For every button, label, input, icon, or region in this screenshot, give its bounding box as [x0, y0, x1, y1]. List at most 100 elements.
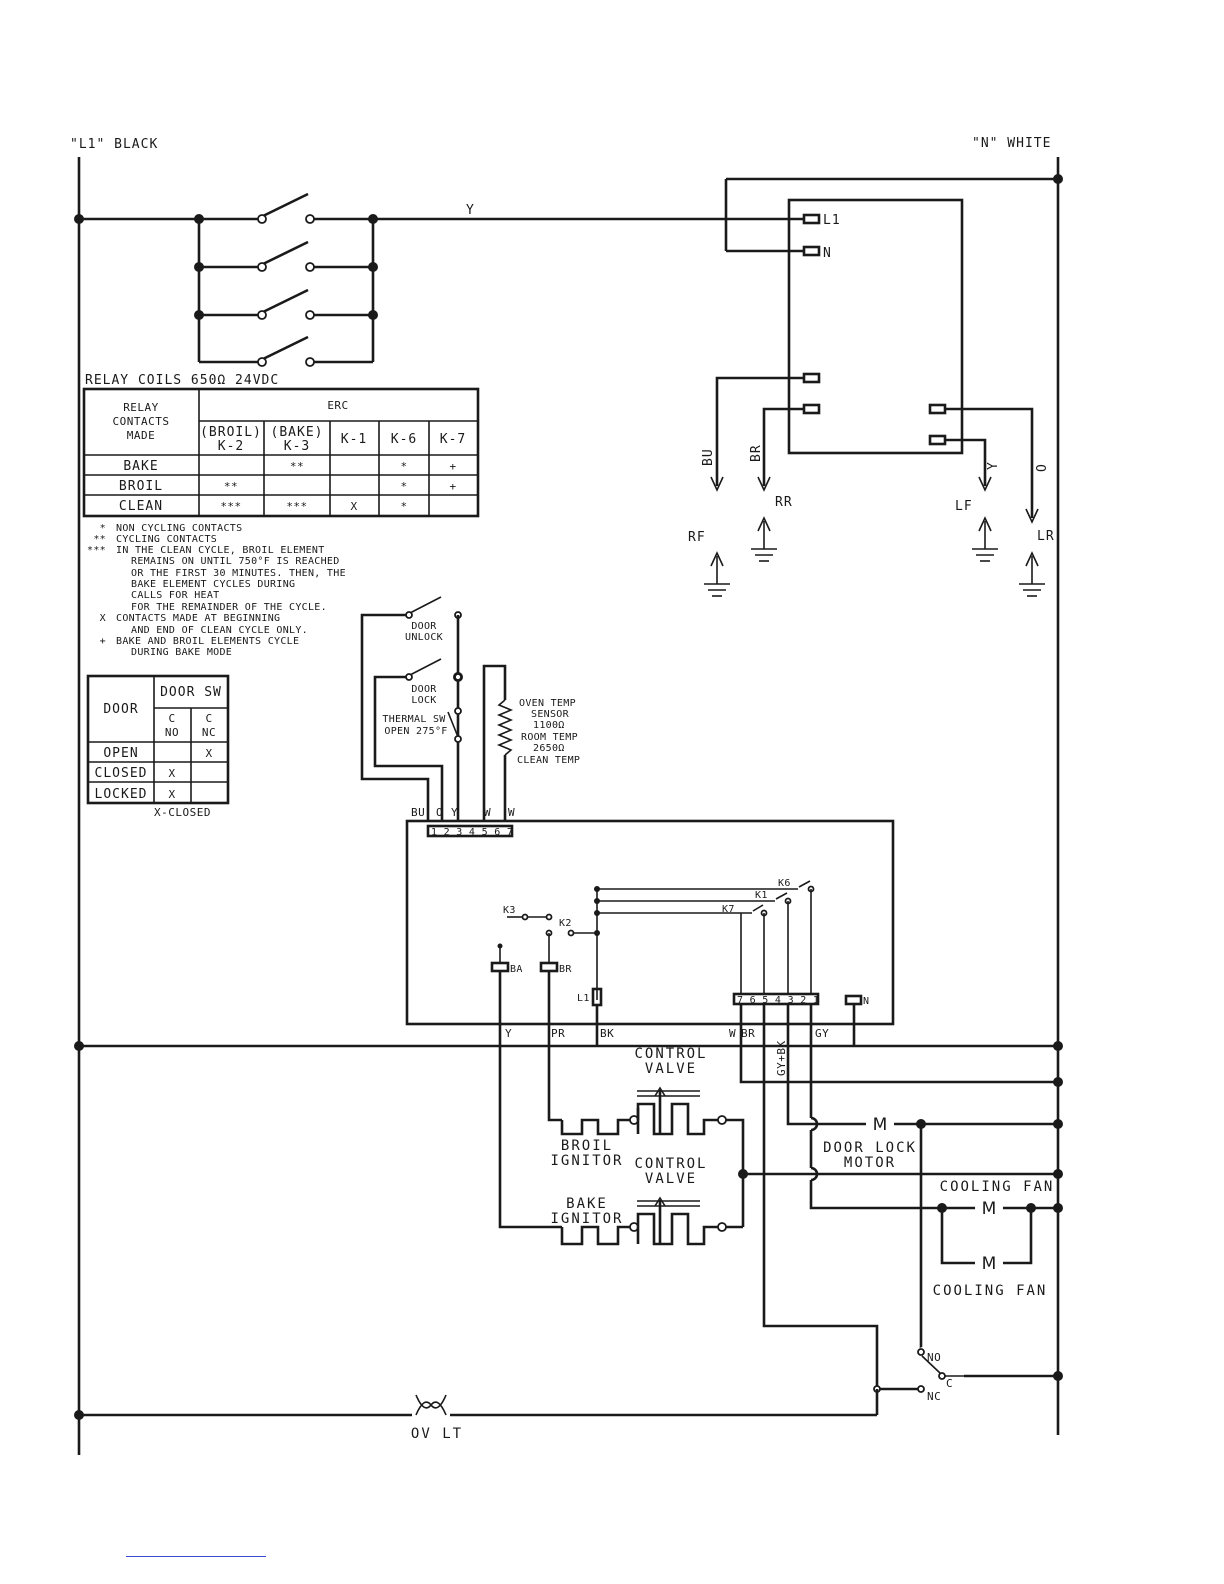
legend-sym: + — [100, 636, 106, 647]
cell: X — [350, 500, 357, 513]
door-row-locked: LOCKED — [95, 787, 148, 802]
door-lock-label: DOOR — [411, 684, 437, 695]
col-k7: K-7 — [440, 432, 466, 447]
c-no-line2: NO — [165, 726, 179, 739]
legend-text: DURING BAKE MODE — [131, 647, 232, 658]
relay-contacts-block: Y — [74, 192, 804, 367]
wire-label-y-lf: Y — [986, 461, 1001, 470]
wire-label-w: W — [729, 1027, 736, 1040]
erc-ba-label: BA — [510, 964, 523, 975]
ground-rr — [751, 516, 777, 562]
door-lock-motor-label: MOTOR — [844, 1155, 896, 1171]
cell: * — [400, 480, 407, 493]
col-k6: K-6 — [391, 432, 417, 447]
legend-text: BAKE ELEMENT CYCLES DURING — [131, 579, 295, 590]
erc-top-wire: O — [436, 806, 443, 819]
clock-module: L1 N BU BR Y O — [701, 174, 1063, 524]
control-valve-label: CONTROL — [634, 1046, 707, 1062]
legend-sym: * — [100, 523, 106, 534]
footer-rule — [126, 1556, 266, 1557]
cell: * — [400, 500, 407, 513]
door-unlock-label: DOOR — [411, 621, 437, 632]
row-bake-label: BAKE — [123, 459, 158, 474]
wire-label-gy: GY — [815, 1027, 829, 1040]
erc-top-wire: BU — [411, 806, 425, 819]
door-row-open: OPEN — [103, 746, 138, 761]
wire-label-gybk: GY+BK — [775, 1040, 788, 1076]
relay-k7-label: K7 — [722, 904, 735, 915]
sensor-text: SENSOR — [531, 709, 570, 720]
wire-label-bu: BU — [701, 448, 716, 466]
col-k1: K-1 — [341, 432, 367, 447]
control-valve-label-2: CONTROL — [634, 1156, 707, 1172]
cell: X — [168, 788, 175, 801]
c-nc-line2: NC — [202, 726, 216, 739]
oven-light: OV LT — [74, 1387, 879, 1442]
erc-top-wire: W — [484, 806, 491, 819]
l1-rail-label: "L1" BLACK — [70, 137, 158, 152]
col-k3-line2: K-3 — [284, 439, 310, 454]
legend-text: REMAINS ON UNTIL 750°F IS REACHED — [131, 556, 340, 567]
erc-l1-label: L1 — [577, 993, 590, 1004]
broil-ignitor-label: BROIL — [561, 1138, 613, 1154]
motor-m-icon: M — [873, 1115, 888, 1135]
cell: + — [449, 460, 456, 473]
legend-text: AND END OF CLEAN CYCLE ONLY. — [131, 625, 308, 636]
wire-label-pr: PR — [551, 1027, 565, 1040]
cell: *** — [286, 500, 307, 513]
erc-br-label: BR — [559, 964, 572, 975]
door-lock-motor: M DOOR LOCK MOTOR — [823, 1110, 923, 1352]
sensor-text: ROOM TEMP — [521, 732, 578, 743]
legend-sym: X — [100, 613, 106, 624]
legend-text: CONTACTS MADE AT BEGINNING — [116, 613, 280, 624]
switch-c-label: C — [946, 1377, 953, 1390]
door-header: DOOR — [103, 702, 138, 717]
lower-wiring — [74, 972, 1063, 1389]
cooling-fan-label-1: COOLING FAN — [940, 1179, 1055, 1195]
switch-no-label: NO — [927, 1351, 941, 1364]
cell: *** — [220, 500, 241, 513]
ground-lr — [1019, 551, 1045, 597]
legend-sym: ** — [93, 534, 106, 545]
table-corner-line-1: RELAY — [123, 401, 159, 414]
cell: + — [449, 480, 456, 493]
col-k3-line1: (BAKE) — [271, 425, 324, 440]
legend-sym: *** — [87, 545, 106, 556]
row-clean-label: CLEAN — [119, 499, 163, 514]
bake-ignitor-label: IGNITOR — [550, 1211, 623, 1227]
sensor-text: CLEAN TEMP — [517, 755, 580, 766]
col-k2-line2: K-2 — [218, 439, 244, 454]
door-sw-header: DOOR SW — [160, 685, 222, 700]
broil-ignitor-label: IGNITOR — [550, 1153, 623, 1169]
thermal-sw-label: THERMAL SW — [382, 714, 446, 725]
relay-k2-label: K2 — [559, 918, 572, 929]
col-k2-line1: (BROIL) — [200, 425, 262, 440]
label-lf: LF — [955, 499, 973, 514]
oven-temp-sensor: OVEN TEMP SENSOR 1100Ω ROOM TEMP 2650Ω C… — [482, 664, 580, 822]
table-corner-line-2: CONTACTS — [113, 415, 170, 428]
legend: * NON CYCLING CONTACTS ** CYCLING CONTAC… — [87, 523, 346, 658]
bake-ignitor-circuit: CONTROL VALVE BAKE IGNITOR — [550, 1156, 743, 1246]
door-table-note: X-CLOSED — [154, 806, 211, 819]
erc-top-pins: 1 2 3 4 5 6 7 — [431, 827, 513, 838]
table-corner-line-3: MADE — [127, 429, 156, 442]
broil-ignitor-circuit: CONTROL VALVE BROIL IGNITOR — [550, 1046, 745, 1227]
cooling-fan-label-2: COOLING FAN — [933, 1283, 1048, 1299]
cell: X — [168, 767, 175, 780]
cooling-fans: COOLING FAN M M COOLING FAN — [933, 1179, 1055, 1299]
fan-motor-icon: M — [982, 1199, 997, 1219]
row-broil-label: BROIL — [119, 479, 163, 494]
wire-label-bk: BK — [600, 1027, 614, 1040]
control-valve-label-2: VALVE — [645, 1171, 697, 1187]
erc-top-wire: Y — [451, 806, 458, 819]
clock-l1-label: L1 — [823, 213, 841, 228]
c-no-line1: C — [168, 712, 175, 725]
legend-text: OR THE FIRST 30 MINUTES. THEN, THE — [131, 568, 346, 579]
legend-text: CALLS FOR HEAT — [131, 590, 220, 601]
cell: ** — [290, 460, 304, 473]
erc-top-wire: W — [508, 806, 515, 819]
wire-label-o: O — [1035, 463, 1050, 472]
erc-bottom-pins: 7 6 5 4 3 2 1 — [737, 995, 819, 1006]
ground-symbols: RF RR LF LR — [688, 495, 1054, 597]
wire-label-br: BR — [741, 1027, 755, 1040]
